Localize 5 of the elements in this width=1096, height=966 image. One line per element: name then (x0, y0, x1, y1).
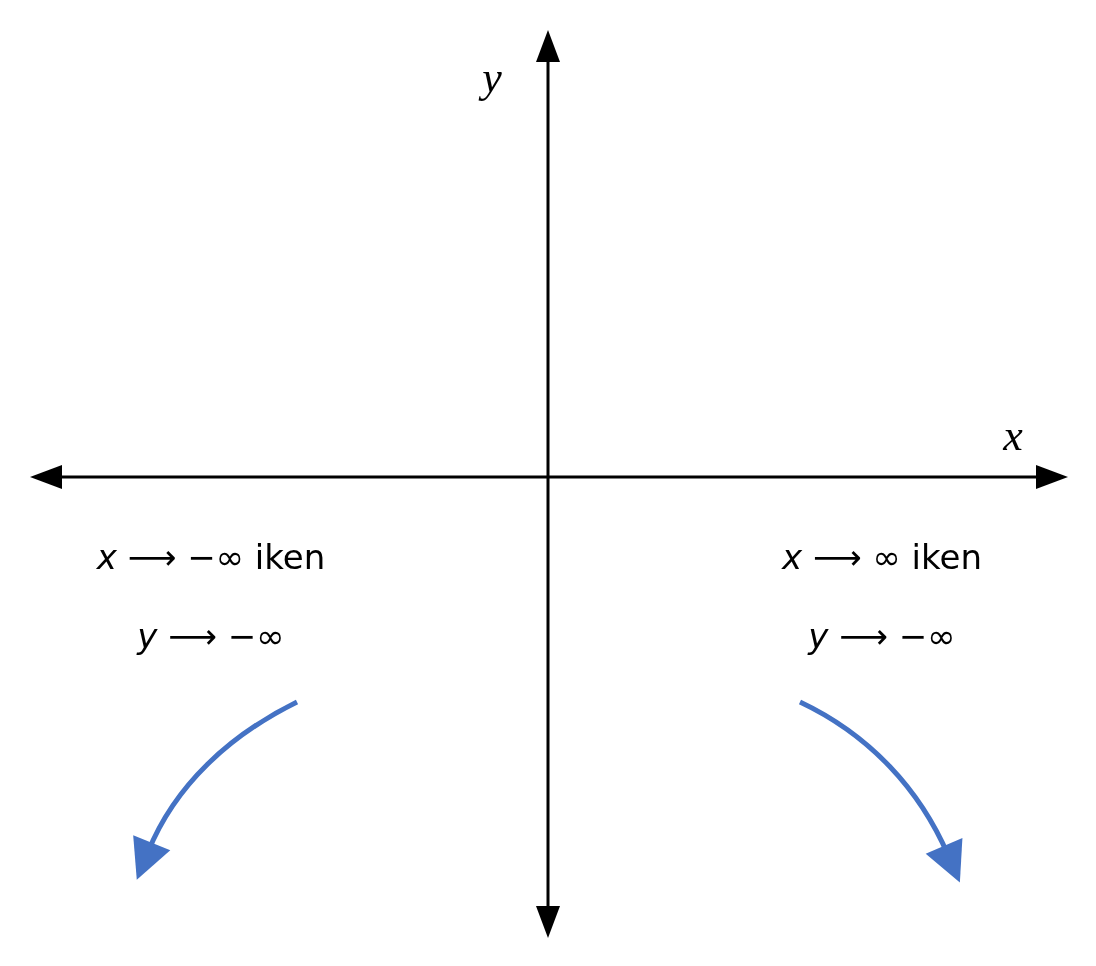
axis-label: x (1003, 410, 1023, 462)
limit-result: y ⟶ −∞ (137, 617, 285, 657)
limit-condition: x ⟶ ∞ iken (782, 538, 982, 578)
limit-condition: x ⟶ −∞ iken (96, 538, 326, 578)
limit-result: y ⟶ −∞ (808, 617, 956, 657)
